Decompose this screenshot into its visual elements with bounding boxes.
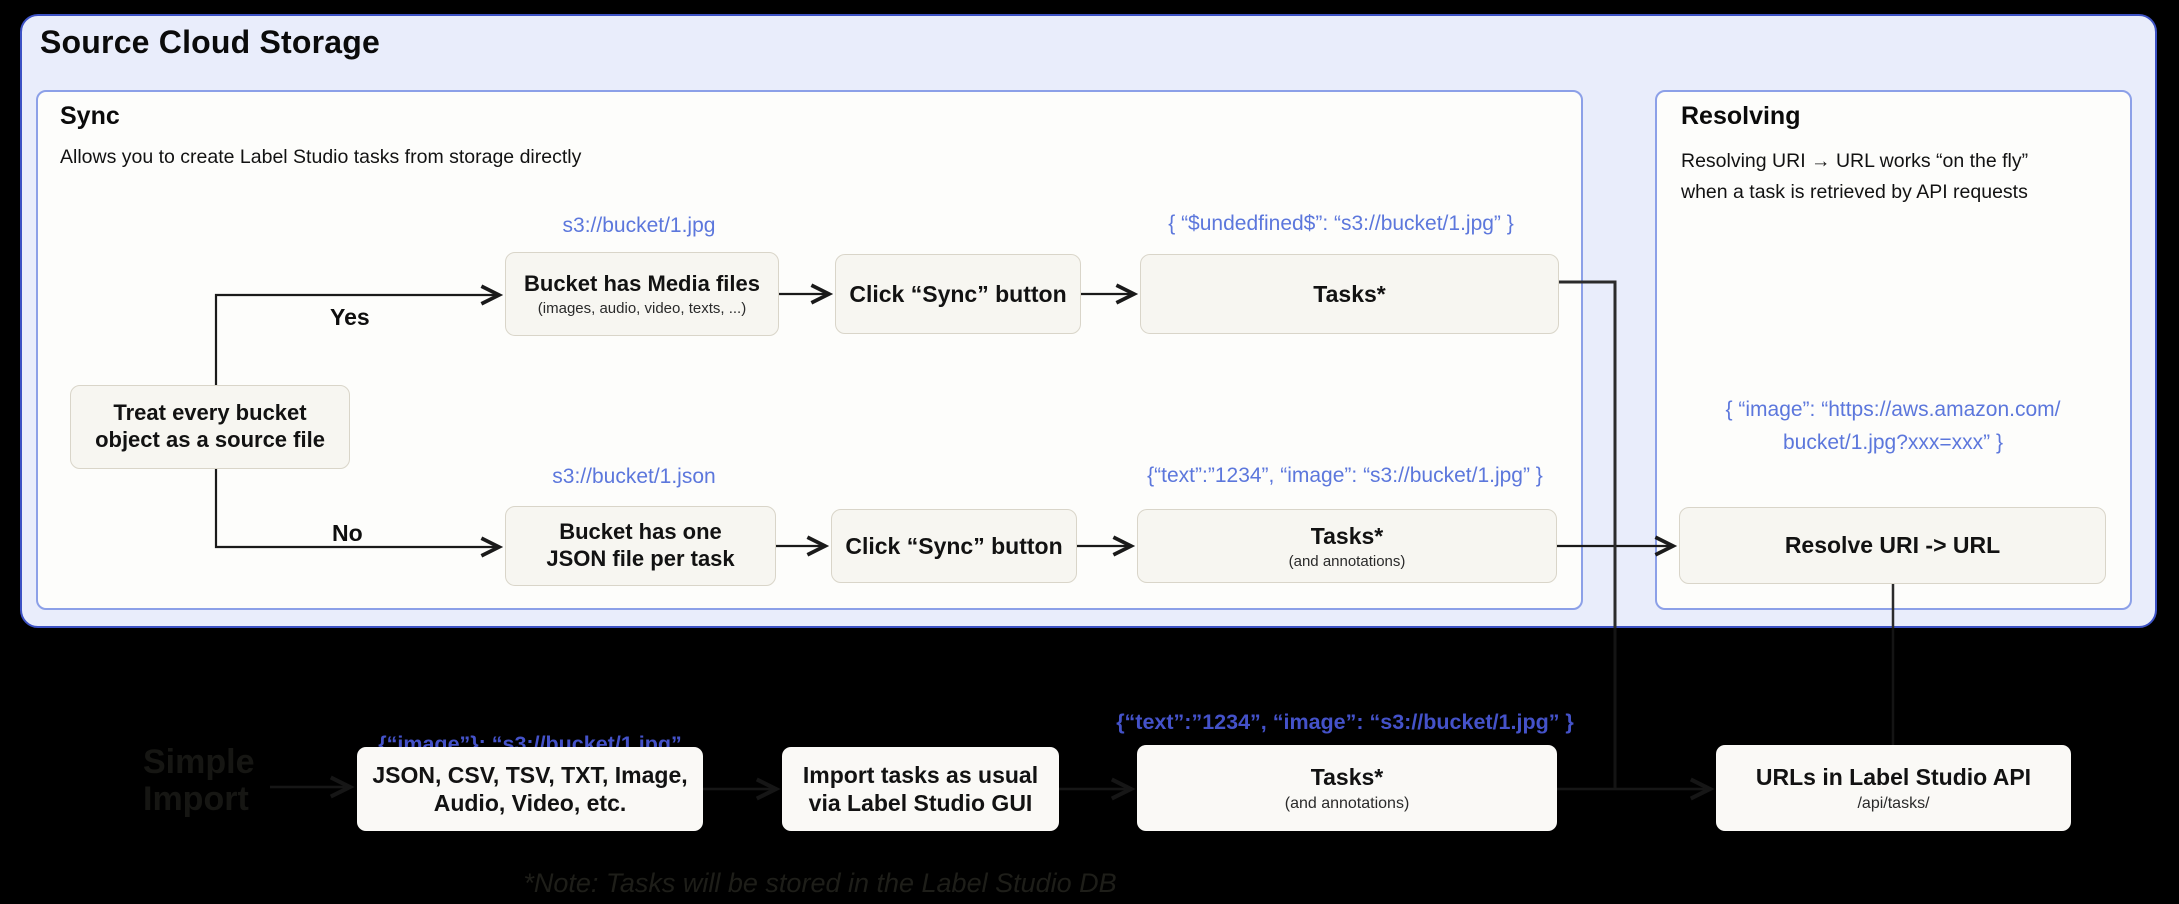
resolving-description-line2: when a task is retrieved by API requests — [1681, 181, 2028, 204]
bottom-tasks-box-subtitle: (and annotations) — [1284, 795, 1410, 813]
simple-import-heading: Simple Import — [143, 743, 255, 818]
sync-button-box-json-label: Click “Sync” button — [845, 532, 1063, 559]
bucket-media-box-title: Bucket has Media files — [524, 270, 760, 296]
sync-button-box-media: Click “Sync” button — [835, 254, 1081, 334]
resolve-uri-box: Resolve URI -> URL — [1679, 507, 2106, 584]
decision-box: Treat every bucket object as a source fi… — [70, 385, 350, 469]
footnote: *Note: Tasks will be stored in the Label… — [523, 868, 1117, 898]
tasks-box-media: Tasks* — [1140, 254, 1559, 334]
sync-button-box-media-label: Click “Sync” button — [849, 280, 1067, 307]
bucket-media-box: Bucket has Media files (images, audio, v… — [505, 252, 779, 336]
api-urls-box-title: URLs in Label Studio API — [1755, 763, 2032, 790]
tasks-box-json-subtitle: (and annotations) — [1288, 553, 1406, 571]
sync-heading: Sync — [60, 102, 120, 130]
page-title: Source Cloud Storage — [40, 24, 381, 60]
tasks-box-json: Tasks* (and annotations) — [1137, 509, 1557, 583]
resolved-json-line2: bucket/1.jpg?xxx=xxx” } — [1782, 430, 2004, 454]
import-gui-box-label: Import tasks as usual via Label Studio G… — [802, 761, 1039, 816]
bottom-tasks-json-label: {“text”:”1234”, “image”: “s3://bucket/1.… — [1116, 710, 1574, 734]
sync-button-box-json: Click “Sync” button — [831, 509, 1077, 583]
api-urls-box: URLs in Label Studio API /api/tasks/ — [1716, 745, 2071, 831]
decision-box-label: Treat every bucket object as a source fi… — [95, 400, 325, 452]
uri-label-json: s3://bucket/1.json — [552, 465, 716, 488]
bottom-tasks-box-title: Tasks* — [1310, 763, 1384, 790]
resolving-heading: Resolving — [1681, 102, 1801, 130]
bucket-media-box-subtitle: (images, audio, video, texts, ...) — [537, 300, 747, 318]
import-gui-box: Import tasks as usual via Label Studio G… — [782, 747, 1059, 831]
uri-label-media: s3://bucket/1.jpg — [562, 214, 716, 237]
resolving-description-line1: Resolving URI → URL works “on the fly” — [1681, 150, 2029, 172]
formats-box-label: JSON, CSV, TSV, TXT, Image, Audio, Video… — [372, 761, 688, 816]
formats-box: JSON, CSV, TSV, TXT, Image, Audio, Video… — [357, 747, 703, 831]
tasks-box-json-title: Tasks* — [1310, 522, 1384, 549]
bucket-json-box-title: Bucket has one JSON file per task — [546, 519, 735, 571]
tasks-json-label-json: {“text”:”1234”, “image”: “s3://bucket/1.… — [1147, 464, 1543, 487]
resolved-json-line1: { “image”: “https://aws.amazon.com/ — [1725, 398, 2061, 421]
branch-no-label: No — [332, 520, 363, 546]
branch-yes-label: Yes — [330, 304, 370, 330]
tasks-json-label-media: { “$undedfined$”: “s3://bucket/1.jpg” } — [1168, 212, 1514, 235]
sync-description: Allows you to create Label Studio tasks … — [60, 146, 582, 168]
api-urls-box-subtitle: /api/tasks/ — [1857, 795, 1930, 813]
resolved-json-label: { “image”: “https://aws.amazon.com/ buck… — [1667, 394, 2119, 459]
bottom-tasks-box: Tasks* (and annotations) — [1137, 745, 1557, 831]
bucket-json-box: Bucket has one JSON file per task — [505, 506, 776, 586]
resolve-uri-box-label: Resolve URI -> URL — [1784, 532, 2001, 559]
resolving-description: Resolving URI → URL works “on the fly” w… — [1681, 146, 2111, 208]
tasks-box-media-title: Tasks* — [1313, 280, 1386, 307]
